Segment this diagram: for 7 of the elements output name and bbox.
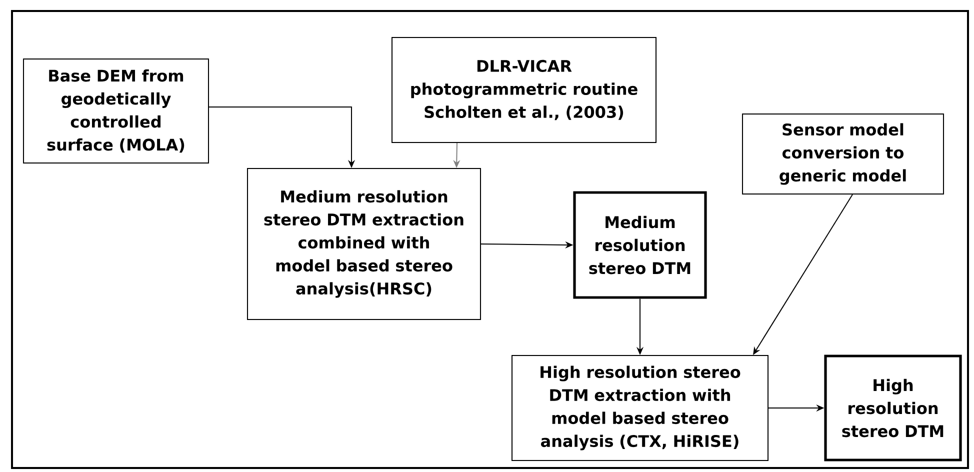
process-box: Medium resolution stereo DTM extraction combined with model based stereo analysis(HRSC) (247, 168, 481, 320)
result-box: High resolution stereo DTM (824, 354, 962, 462)
process-box: Base DEM from geodetically controlled surface (MOLA) (23, 58, 209, 164)
process-box: Sensor model conversion to generic model (742, 114, 944, 194)
process-box: High resolution stereo DTM extraction with model based stereo analysis (CTX, HiRISE) (512, 355, 768, 461)
process-box: DLR-VICAR photogrammetric routine Scholten et al., (2003) (392, 37, 656, 143)
result-box: Medium resolution stereo DTM (573, 191, 707, 299)
